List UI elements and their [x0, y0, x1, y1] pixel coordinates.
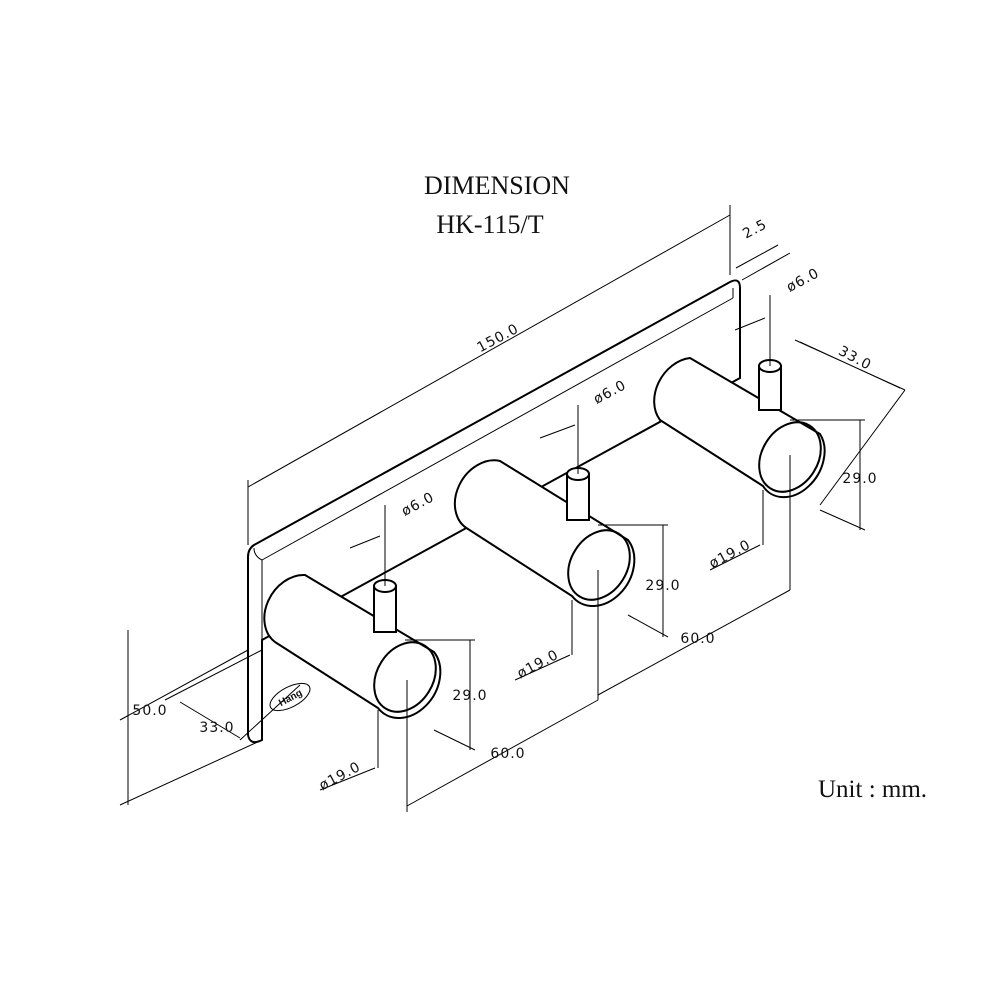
model-number: HK-115/T: [436, 210, 543, 239]
hook-3-pin: [758, 359, 782, 411]
hook-3-depth-dimension: 29.0: [842, 471, 877, 487]
height-dimension: 50.0: [132, 703, 167, 719]
hang-logo: Hang: [269, 682, 311, 712]
hook-3: [653, 356, 826, 499]
thickness-dimension: 2.5: [740, 216, 770, 242]
spacing-2-dimension: 60.0: [680, 631, 715, 647]
hook-2-diameter-dimension: ø19.0: [515, 647, 562, 682]
unit-label: Unit : mm.: [818, 776, 927, 803]
left-offset-dimension: 33.0: [199, 720, 234, 736]
pin-3-diameter-dimension: ø6.0: [784, 265, 822, 295]
hook-2-depth-dimension: 29.0: [645, 578, 680, 594]
right-offset-dimension: 33.0: [836, 343, 875, 374]
drawing-title: DIMENSION: [424, 171, 570, 200]
length-dimension: 150.0: [474, 321, 521, 356]
dimension-lines: [119, 205, 906, 812]
hook-2-pin: [566, 467, 590, 521]
hook-1-pin: [373, 579, 397, 633]
spacing-1-dimension: 60.0: [490, 746, 525, 762]
hook-1-depth-dimension: 29.0: [452, 688, 487, 704]
hook-1-diameter-dimension: ø19.0: [317, 759, 364, 794]
hook-3-diameter-dimension: ø19.0: [707, 537, 754, 572]
